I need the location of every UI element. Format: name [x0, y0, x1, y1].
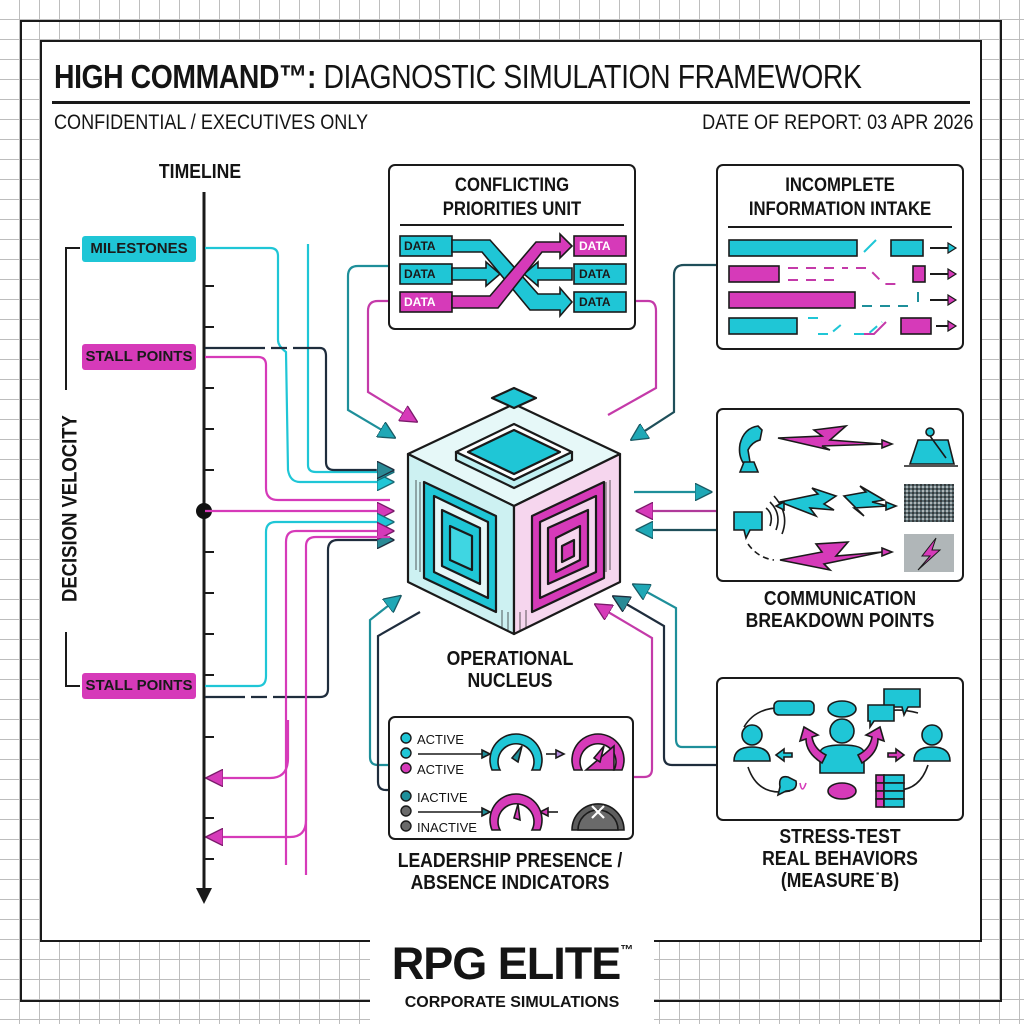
leadership-label: LEADERSHIP PRESENCE / ABSENCE INDICATORS	[378, 850, 642, 894]
stress-label-3: (MEASURE˙B)	[780, 870, 900, 892]
status-dot	[400, 732, 412, 744]
leadership-label-1: LEADERSHIP PRESENCE /	[397, 850, 623, 872]
status-dot	[400, 820, 412, 832]
stress-test-box[interactable]	[716, 677, 964, 821]
indicator-dots	[400, 732, 625, 832]
data-output-label-2: DATA	[579, 267, 611, 281]
gauge-magenta-icon	[489, 793, 543, 831]
data-input-label-2: DATA	[404, 267, 436, 281]
static-lightning-icon	[904, 534, 954, 572]
conflicting-priorities-box[interactable]: CONFLICTING PRIORITIES UNIT DATA DATA DA…	[388, 164, 636, 330]
gauge-offline-icon	[571, 803, 625, 831]
brand-text: RPG ELITE	[391, 938, 622, 989]
data-output-2	[573, 263, 627, 285]
brand-name: RPG ELITE™	[370, 938, 654, 990]
conflicting-title-1: CONFLICTING	[454, 175, 570, 196]
lightning-arrow-icon	[777, 424, 883, 451]
status-dot	[400, 805, 412, 817]
title-bold: HIGH COMMAND™:	[54, 58, 316, 95]
classification-label: CONFIDENTIAL / EXECUTIVES ONLY	[54, 111, 369, 134]
status-dot	[400, 762, 412, 774]
incomplete-title-2: INFORMATION INTAKE	[748, 199, 932, 220]
nucleus-label-1: OPERATIONAL	[446, 648, 574, 670]
page-title: HIGH COMMAND™: DIAGNOSTIC SIMULATION FRA…	[54, 58, 862, 96]
title-divider	[52, 101, 970, 104]
team-person-icon-left	[741, 724, 763, 746]
data-output-label-1: DATA	[579, 239, 611, 253]
milestones-tag[interactable]: MILESTONES	[82, 236, 196, 262]
speech-bubble-icon	[773, 700, 815, 716]
indicator-label-active-1: ACTIVE	[417, 732, 464, 747]
diverge-arrows-icon	[798, 725, 828, 765]
lightning-arrow-icon-2	[779, 541, 883, 572]
isometric-cube-core-icon	[406, 386, 622, 636]
indicator-label-iactive: IACTIVE	[417, 790, 468, 805]
trademark-mark: ™	[620, 942, 633, 957]
nucleus-label-2: NUCLEUS	[467, 670, 553, 692]
status-dot	[400, 747, 412, 759]
timeline-arrowhead	[196, 888, 212, 904]
table-grid-icon	[875, 774, 905, 808]
communication-label-1: COMMUNICATION	[763, 588, 917, 610]
data-output-3	[573, 291, 627, 313]
data-output-1	[573, 235, 627, 257]
nucleus-label: OPERATIONAL NUCLEUS	[431, 648, 589, 692]
team-interaction-icon	[733, 688, 951, 808]
stress-label-1: STRESS-TEST	[779, 826, 901, 848]
title-rest: DIAGNOSTIC SIMULATION FRAMEWORK	[315, 58, 862, 95]
status-dot	[400, 790, 412, 802]
chat-signal-icon	[733, 511, 763, 541]
indicator-label-active-2: ACTIVE	[417, 762, 464, 777]
stall-points-tag-upper[interactable]: STALL POINTS	[82, 344, 196, 370]
incomplete-information-box[interactable]: INCOMPLETE INFORMATION INTAKE	[716, 164, 964, 350]
broken-data-streams-icon	[728, 239, 958, 335]
communication-breakdown-box[interactable]	[716, 408, 964, 582]
incomplete-title-1: INCOMPLETE	[785, 175, 895, 196]
leadership-label-2: ABSENCE INDICATORS	[410, 872, 610, 894]
data-input-label-1: DATA	[404, 239, 436, 253]
data-output-label-3: DATA	[579, 295, 611, 309]
communication-label: COMMUNICATION BREAKDOWN POINTS	[734, 588, 945, 632]
communication-label-2: BREAKDOWN POINTS	[745, 610, 935, 632]
conflicting-divider	[400, 224, 624, 226]
brand-tagline: CORPORATE SIMULATIONS	[404, 994, 620, 1011]
gauge-magenta-filled-icon	[571, 733, 625, 771]
phone-icon	[738, 425, 763, 465]
broken-signal-icon	[777, 487, 838, 518]
static-screen-icon	[904, 484, 954, 522]
communication-icons	[733, 424, 958, 572]
incomplete-divider	[728, 226, 952, 228]
stall-points-tag-lower[interactable]: STALL POINTS	[82, 673, 196, 699]
report-date: DATE OF REPORT: 03 APR 2026	[702, 111, 974, 134]
timeline-now-dot	[196, 503, 212, 519]
data-input-label-3: DATA	[404, 295, 436, 309]
team-person-icon-center	[829, 718, 855, 744]
leadership-indicators-box[interactable]: ACTIVE ACTIVE IACTIVE INACTIVE	[388, 716, 634, 840]
conflicting-title-2: PRIORITIES UNIT	[442, 199, 582, 220]
desk-bell-icon	[908, 439, 956, 465]
brand-logo: RPG ELITE™ CORPORATE SIMULATIONS	[370, 920, 654, 1024]
indicator-label-inactive: INACTIVE	[417, 820, 477, 835]
decision-velocity-label: DECISION VELOCITY	[58, 415, 82, 602]
team-person-icon-right	[921, 724, 943, 746]
stress-test-label: STRESS-TEST REAL BEHAVIORS (MEASURE˙B)	[734, 826, 945, 892]
crossing-arrows-icon	[399, 232, 627, 319]
gauge-cyan-icon	[489, 733, 543, 771]
timeline-title: TIMELINE	[158, 161, 242, 183]
stress-label-2: REAL BEHAVIORS	[762, 848, 918, 870]
